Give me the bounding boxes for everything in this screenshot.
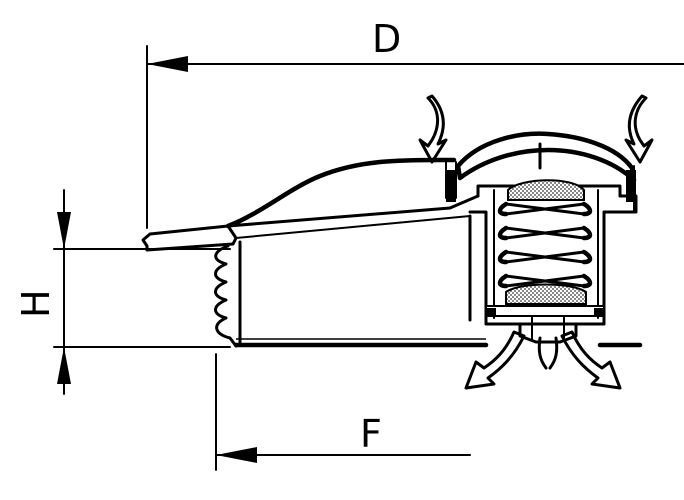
valve-canister — [468, 179, 638, 344]
deck-surface — [233, 338, 643, 348]
canister-base-ring — [485, 305, 605, 317]
airflow-out-arrows — [464, 330, 622, 390]
h-bottom-arrowhead — [57, 347, 71, 384]
dimension-d: D — [146, 17, 684, 229]
dimension-h-label: H — [14, 289, 58, 318]
vent-cowl — [225, 157, 457, 229]
cowl-outline — [225, 157, 457, 229]
right-gasket — [626, 170, 636, 202]
mushroom-cap — [455, 131, 637, 213]
dimension-f: F — [215, 353, 471, 471]
spring-coil-ends — [497, 201, 593, 289]
d-arrowhead — [147, 56, 188, 72]
spring-top-plate — [507, 179, 585, 201]
housing-inner-top — [235, 215, 471, 239]
inflow-arrow-right — [624, 94, 654, 164]
left-gasket — [446, 170, 456, 202]
dimension-h: H — [14, 189, 231, 395]
outflow-center-right — [548, 336, 559, 370]
spring-bottom-plate — [505, 283, 587, 305]
outflow-center-left — [537, 336, 548, 370]
outflow-arrow-right — [560, 330, 622, 390]
base-ring-left-seal — [486, 308, 496, 316]
housing-flange-lip — [141, 224, 238, 252]
f-arrowhead — [216, 447, 257, 463]
dimension-d-label: D — [372, 17, 401, 61]
dimension-f-label: F — [360, 412, 382, 456]
h-top-arrowhead — [57, 212, 71, 249]
cap-dome — [455, 131, 637, 183]
base-ring-right-seal — [594, 308, 604, 316]
airflow-in-arrows — [418, 94, 654, 164]
corrugated-seal — [214, 244, 238, 348]
spring-coil-lines — [504, 202, 586, 288]
vent-housing — [141, 194, 480, 348]
housing-top-edge — [226, 194, 480, 228]
outflow-arrow-left — [464, 330, 526, 390]
inflow-arrow-left — [418, 94, 448, 164]
